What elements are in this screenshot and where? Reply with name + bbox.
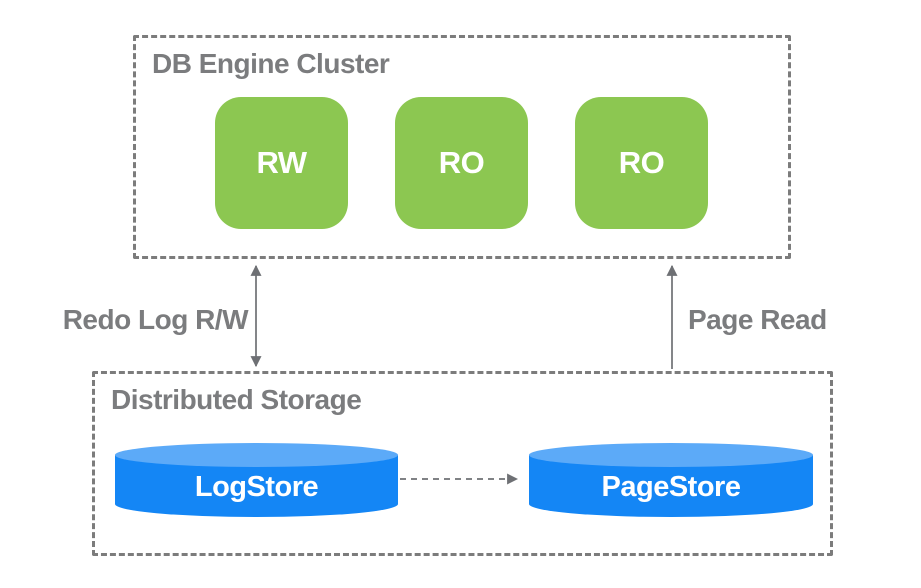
logstore-label: LogStore [194,470,319,503]
node-ro-2-label: RO [618,145,665,180]
db-engine-cluster-box: DB Engine Cluster RW RO RO [133,35,791,259]
page-read-label: Page Read [688,304,827,335]
pagestore-cylinder-top [529,443,813,467]
node-ro-1: RO [395,97,528,229]
redo-log-label: Redo Log R/W [62,304,249,335]
node-rw: RW [215,97,348,229]
node-rw-label: RW [256,145,307,180]
logstore-cylinder: LogStore [115,443,398,517]
node-ro-1-label: RO [438,145,485,180]
pagestore-cylinder: PageStore [529,443,813,517]
node-ro-2: RO [575,97,708,229]
logstore-cylinder-top [115,443,398,467]
distributed-storage-box: Distributed Storage [92,371,833,556]
pagestore-label: PageStore [601,470,741,503]
storage-title: Distributed Storage [111,384,362,415]
cluster-title: DB Engine Cluster [152,48,390,79]
